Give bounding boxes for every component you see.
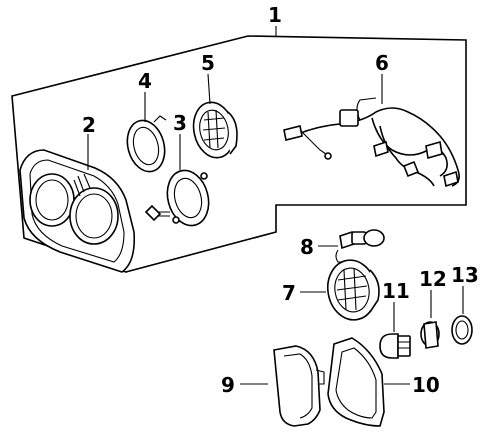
callout-11: 11 [382, 279, 410, 303]
callout-13: 13 [451, 263, 479, 287]
callout-2: 2 [82, 113, 96, 137]
socket [420, 321, 440, 349]
callout-4: 4 [138, 69, 152, 93]
callout-6: 6 [375, 51, 389, 75]
callout-1: 1 [268, 3, 282, 27]
callout-12: 12 [419, 267, 447, 291]
adjuster-screw [144, 204, 170, 222]
leader-lines [87, 26, 464, 385]
gasket-ring [451, 315, 473, 345]
side-marker-lens [273, 345, 325, 427]
round-lamp [326, 259, 380, 321]
callout-7: 7 [282, 281, 296, 305]
sealed-beam-lamp [192, 101, 238, 159]
headlamp-housing [19, 149, 136, 273]
callout-5: 5 [201, 51, 215, 75]
gasket-frame [327, 337, 385, 427]
callout-9: 9 [221, 373, 235, 397]
bulb-socket [335, 229, 385, 263]
wiring-harness [283, 97, 460, 188]
callout-3: 3 [173, 111, 187, 135]
retaining-ring [126, 115, 167, 173]
bulb [379, 333, 411, 359]
callout-10: 10 [412, 373, 440, 397]
callout-8: 8 [300, 235, 314, 259]
mounting-ring [166, 169, 210, 227]
